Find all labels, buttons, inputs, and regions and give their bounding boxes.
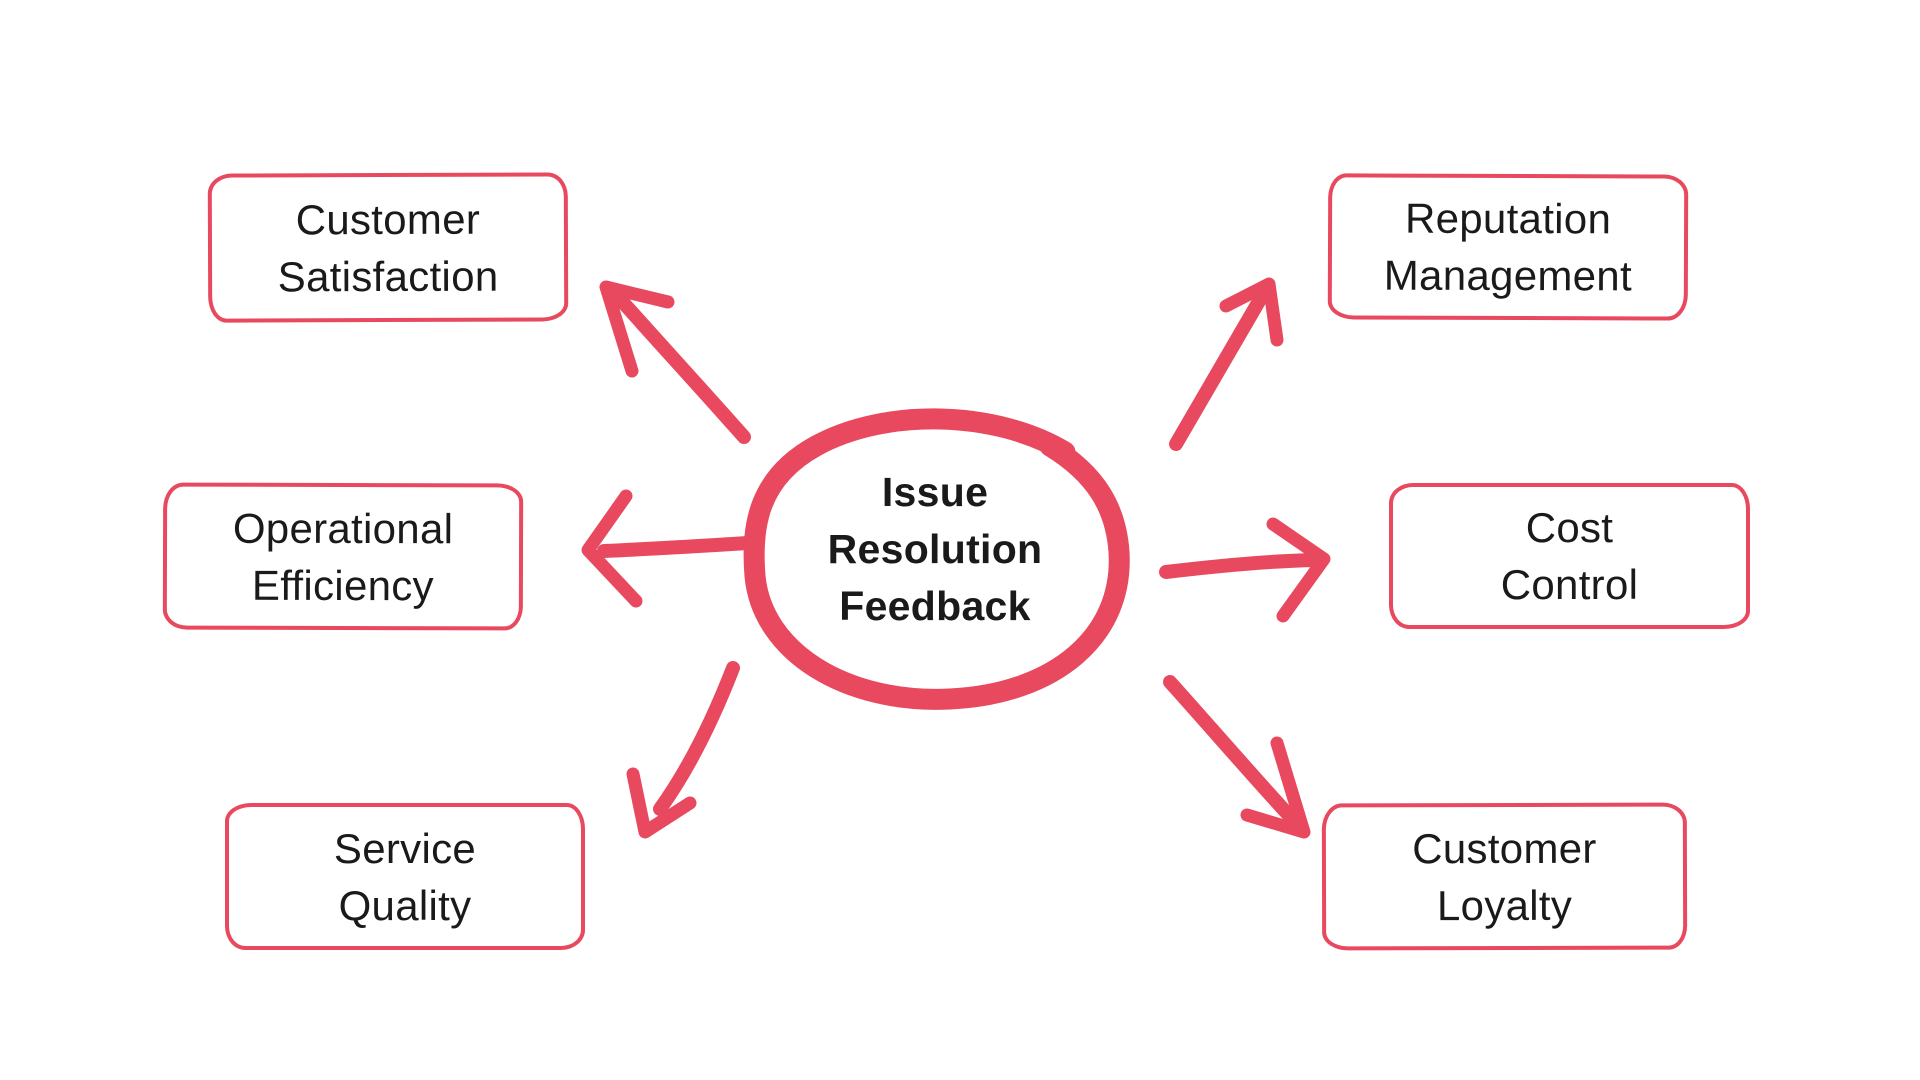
node-label-line: Customer xyxy=(295,195,481,243)
node-label-line: Service xyxy=(333,824,477,872)
arrow-to-operational-efficiency xyxy=(581,489,755,608)
node-label-line: Satisfaction xyxy=(277,252,499,300)
node-label-line: Control xyxy=(1500,561,1639,608)
node-label-line: Management xyxy=(1383,251,1633,300)
node-operational-efficiency[interactable]: Operational Efficiency xyxy=(162,482,524,631)
center-node-line: Resolution xyxy=(827,526,1043,572)
node-cost-control[interactable]: Cost Control xyxy=(1389,483,1750,629)
node-label-line: Loyalty xyxy=(1436,881,1573,929)
node-label-line: Reputation xyxy=(1404,194,1612,243)
center-node-line: Feedback xyxy=(839,583,1031,629)
arrow-to-service-quality xyxy=(626,661,740,839)
center-node-ring[interactable] xyxy=(743,408,1130,710)
node-label-line: Cost xyxy=(1525,504,1614,551)
arrow-to-reputation-management xyxy=(1169,277,1284,451)
node-reputation-management[interactable]: Reputation Management xyxy=(1327,173,1689,321)
node-customer-satisfaction[interactable]: Customer Satisfaction xyxy=(207,172,569,323)
arrow-to-customer-loyalty xyxy=(1163,675,1311,839)
node-label-line: Quality xyxy=(338,881,472,929)
arrow-to-cost-control xyxy=(1159,517,1331,623)
node-label-line: Operational xyxy=(232,504,454,552)
node-service-quality[interactable]: Service Quality xyxy=(225,803,585,950)
arrow-to-customer-satisfaction xyxy=(599,280,751,444)
center-node-label[interactable]: Issue Resolution Feedback xyxy=(775,464,1095,635)
node-customer-loyalty[interactable]: Customer Loyalty xyxy=(1321,802,1688,951)
node-label-line: Customer xyxy=(1412,824,1597,872)
node-label-line: Efficiency xyxy=(251,561,434,609)
center-node-line: Issue xyxy=(881,469,989,515)
